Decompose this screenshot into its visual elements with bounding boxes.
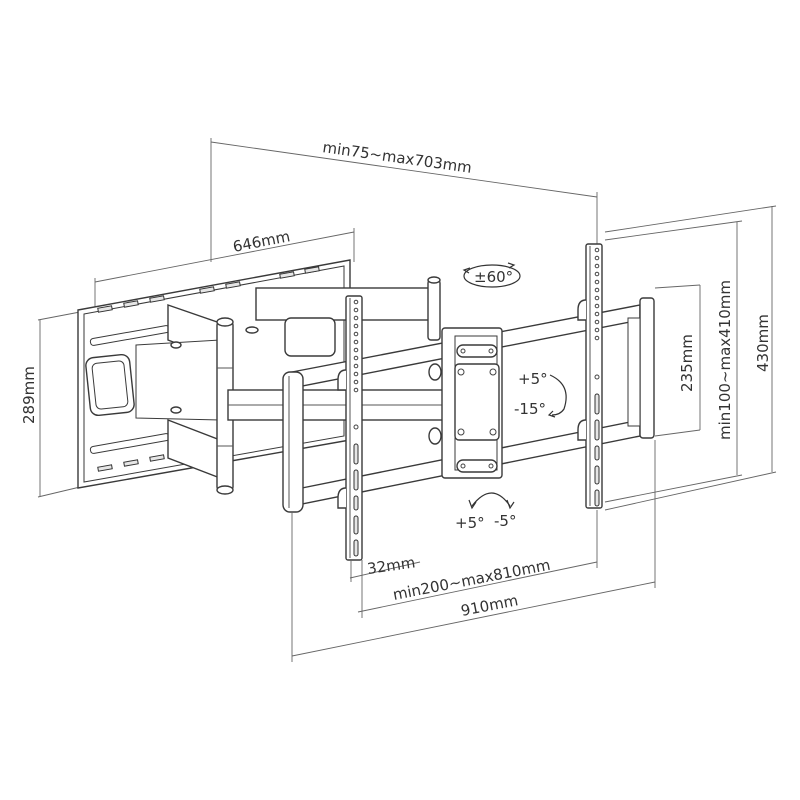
tilt-down-label: -15°: [514, 400, 546, 418]
extension-depth-label: min75~max703mm: [321, 138, 473, 177]
level-minus-label: -5°: [494, 512, 516, 530]
level-annotation: +5° -5°: [455, 492, 516, 532]
level-plus-label: +5°: [455, 514, 485, 532]
swivel-annotation: ±60°: [462, 262, 521, 288]
vertical-rail-right: [577, 243, 603, 509]
center-arm: [227, 389, 449, 421]
wall-plate-height-dimension: 289mm: [20, 311, 81, 498]
outer-arm-top: [245, 276, 441, 341]
vesa-range-height-dimension: min100~max410mm: [604, 220, 743, 503]
tilt-head-plate: [428, 327, 503, 479]
inner-arms: [135, 304, 234, 495]
bracket-height-dimension: 430mm: [604, 205, 777, 511]
wall-plate-width-label: 646mm: [231, 227, 291, 256]
bracket-height-label: 430mm: [754, 314, 772, 372]
tilt-annotation: +5° -15°: [514, 370, 567, 418]
left-end-cap: [282, 317, 336, 513]
wall-plate-height-label: 289mm: [20, 366, 38, 424]
vesa-range-height-label: min100~max410mm: [716, 280, 734, 440]
swivel-angle-label: ±60°: [474, 268, 513, 286]
rail-width-label: 32mm: [366, 553, 416, 578]
vertical-rail-left: [337, 295, 363, 561]
tilt-up-label: +5°: [518, 370, 548, 388]
vesa-inner-height-dimension: 235mm: [654, 284, 701, 437]
vesa-inner-height-label: 235mm: [678, 334, 696, 392]
